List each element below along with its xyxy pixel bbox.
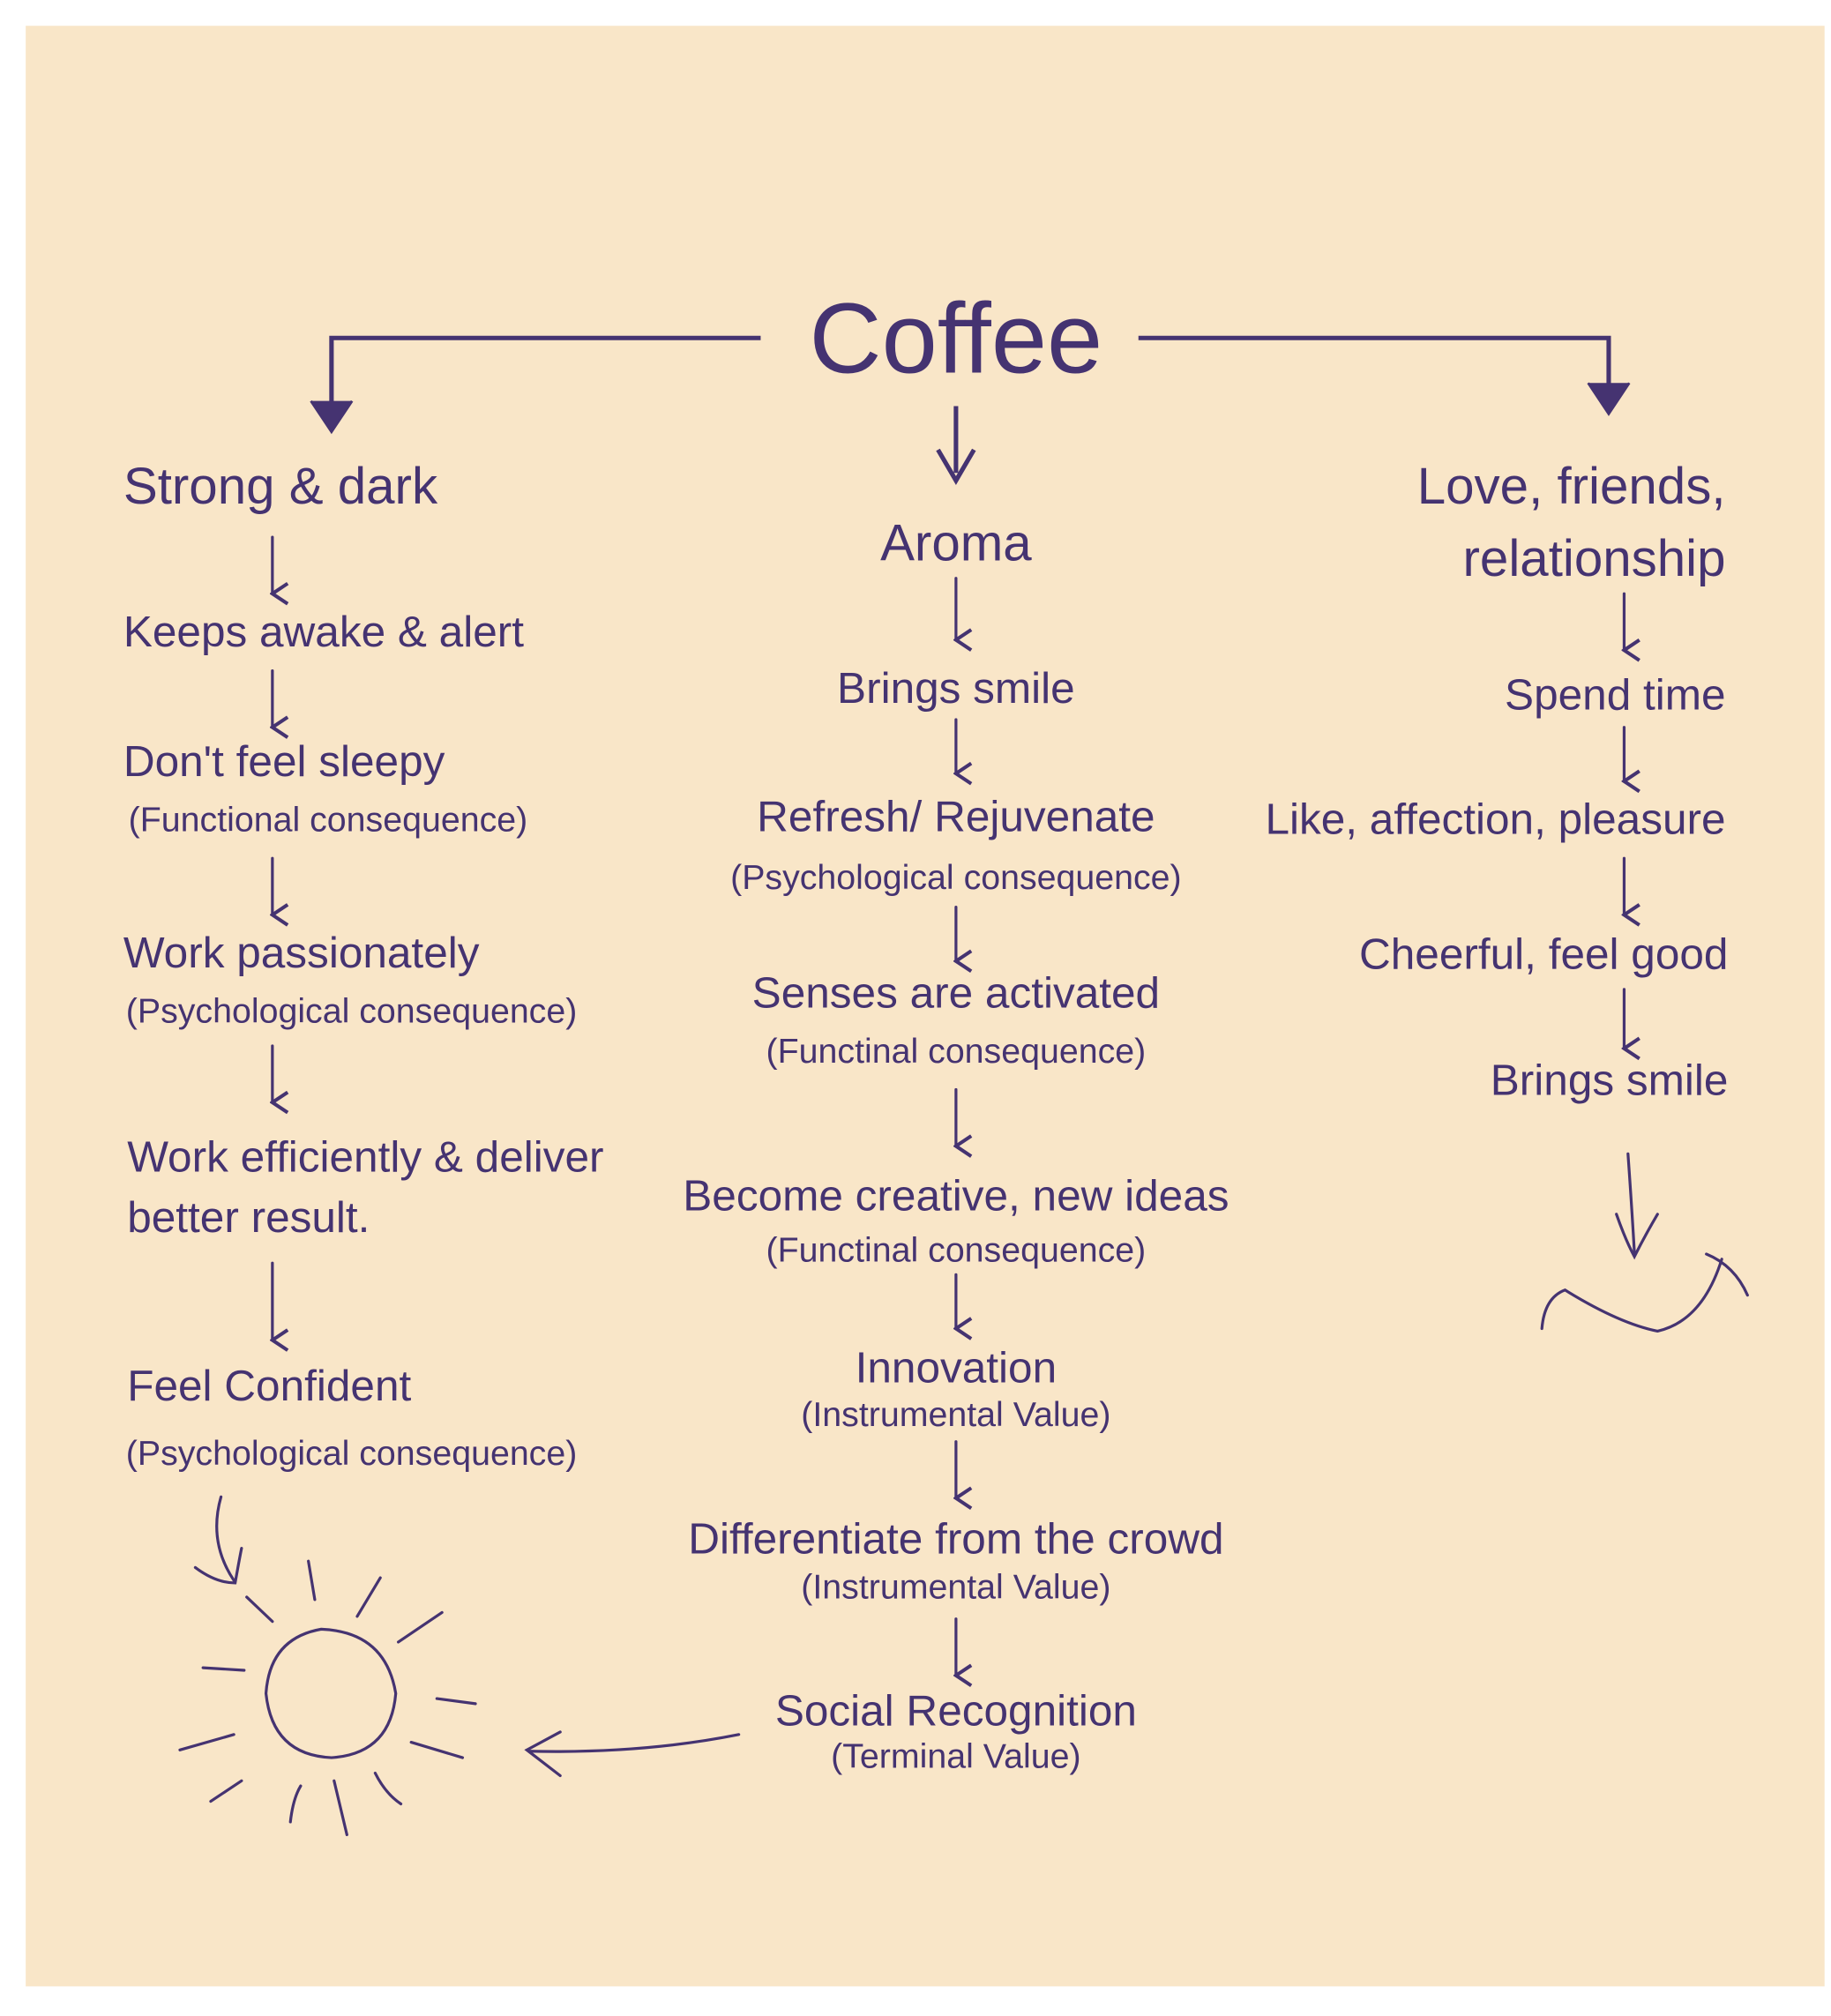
left-note: (Functional consequence): [129, 801, 528, 840]
right-item: Brings smile: [1491, 1056, 1729, 1104]
right-item: Cheerful, feel good: [1359, 930, 1728, 979]
right-item: Like, affection, pleasure: [1265, 795, 1725, 844]
right-heading-line2: relationship: [1463, 530, 1726, 587]
sun-doodle: [178, 1495, 477, 1837]
middle-item: Differentiate from the crowd: [688, 1514, 1223, 1563]
middle-note: (Functinal consequence): [766, 1231, 1147, 1270]
smile-doodle: [1540, 1152, 1749, 1333]
left-item: better result.: [127, 1193, 370, 1242]
middle-column: Aroma Brings smile Refresh/ Rejuvenate (…: [683, 514, 1229, 1775]
diagram-background: [26, 26, 1825, 1987]
left-item: Don't feel sleepy: [123, 737, 445, 786]
left-item: Feel Confident: [127, 1362, 411, 1410]
sun-arrow: [524, 1730, 741, 1778]
smile-icon: [1540, 1258, 1723, 1333]
middle-item: Innovation: [856, 1344, 1057, 1393]
title-coffee: Coffee: [810, 283, 1103, 395]
left-note: (Psychological consequence): [126, 1434, 578, 1473]
left-note: (Psychological consequence): [126, 992, 578, 1031]
middle-note: (Psychological consequence): [730, 858, 1182, 897]
left-item: Keeps awake & alert: [123, 608, 524, 656]
right-heading-line1: Love, friends,: [1417, 458, 1726, 515]
middle-item: Senses are activated: [752, 968, 1160, 1017]
left-heading: Strong & dark: [123, 458, 438, 515]
left-item: Work efficiently & deliver: [127, 1133, 603, 1182]
right-column: Love, friends, relationship Spend time L…: [1265, 458, 1728, 1104]
middle-note: (Terminal Value): [831, 1737, 1080, 1776]
middle-item: Brings smile: [837, 664, 1075, 713]
sun-icon: [264, 1627, 398, 1759]
middle-note: (Instrumental Value): [801, 1395, 1110, 1434]
middle-item: Become creative, new ideas: [683, 1171, 1229, 1220]
middle-heading: Aroma: [880, 514, 1032, 571]
top-connectors: [310, 335, 1631, 486]
middle-item: Refresh/ Rejuvenate: [757, 793, 1155, 841]
curvy-arrow-icon: [1626, 1152, 1636, 1255]
right-item: Spend time: [1505, 670, 1725, 719]
middle-note: (Instrumental Value): [801, 1567, 1110, 1606]
left-item: Work passionately: [123, 929, 480, 977]
middle-item: Social Recognition: [775, 1687, 1137, 1736]
middle-note: (Functinal consequence): [766, 1032, 1147, 1071]
left-column: Strong & dark Keeps awake & alert Don't …: [123, 458, 604, 1473]
